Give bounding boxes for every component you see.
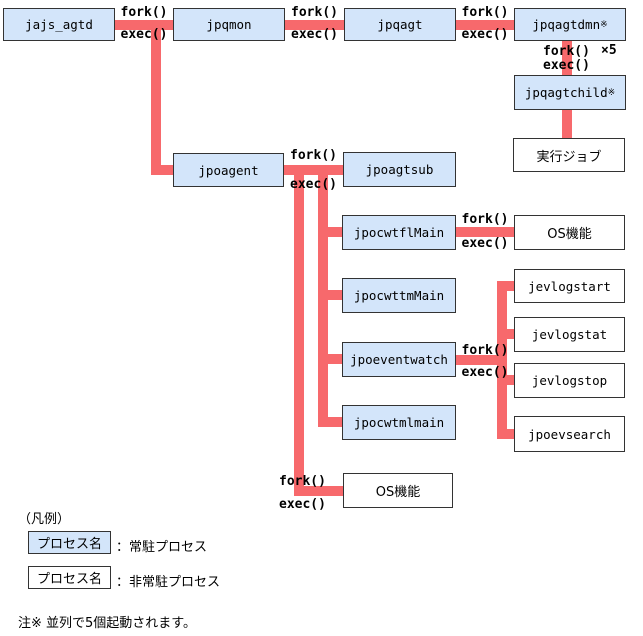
- exec-label: exec(): [291, 27, 338, 42]
- node-label: OS機能: [375, 485, 421, 500]
- stub-jpocwtmlmain: [318, 417, 342, 427]
- node-label: jpoevsearch: [528, 426, 611, 442]
- fork-label: fork(): [120, 5, 168, 20]
- connector-drop-to-jpoagent-bend: [151, 165, 173, 175]
- exec-label: exec(): [461, 27, 509, 42]
- node-jpqagt: jpqagt: [344, 8, 456, 41]
- node-os-function-top: OS機能: [514, 215, 625, 250]
- stub-jpoevsearch: [507, 429, 514, 439]
- connector-jpoeventwatch-branch: [456, 355, 507, 365]
- node-label: jevlogstat: [531, 327, 608, 342]
- legend-title: （凡例）: [18, 512, 71, 527]
- node-label: jpqagtdmn: [532, 17, 601, 32]
- node-label: jpqagtchild: [524, 85, 608, 100]
- stub-jpocwtflmain: [318, 227, 342, 237]
- node-label: jpocwtmlmain: [353, 415, 445, 430]
- multiplier-label: ×5: [601, 43, 617, 58]
- connector-event-branch-vertical: [497, 281, 507, 439]
- fork-label: fork(): [279, 474, 326, 489]
- legend-nonresident-box: プロセス名: [28, 566, 111, 589]
- node-jevlogstart: jevlogstart: [514, 269, 625, 303]
- stub-jpoeventwatch: [318, 354, 342, 364]
- fork-label: fork(): [290, 148, 337, 163]
- exec-label: exec(): [543, 58, 590, 73]
- connector-jpqagtdmn-jpqagtchild: [562, 41, 572, 75]
- connector-jpqagt-jpqagtdmn: [456, 20, 514, 30]
- node-label: jpqagt: [377, 17, 423, 32]
- node-label: jajs_agtd: [25, 17, 93, 32]
- node-jpocwtflmain: jpocwtflMain: [342, 215, 456, 250]
- connector-jajsagtd-jpqmon: [115, 20, 173, 30]
- node-jevlogstat: jevlogstat: [514, 317, 625, 352]
- legend-box-label: プロセス名: [36, 572, 102, 587]
- fork-label: fork(): [543, 44, 590, 59]
- connector-jpocwtflmain-osfunction: [456, 227, 514, 237]
- legend-box-label: プロセス名: [36, 537, 102, 552]
- node-label: jevlogstop: [531, 373, 608, 388]
- node-label: jpoeventwatch: [350, 352, 448, 367]
- node-label: OS機能: [547, 227, 592, 242]
- legend-nonresident-description: ：非常駐プロセス: [116, 575, 221, 590]
- node-jpoeventwatch: jpoeventwatch: [342, 342, 456, 377]
- exec-label: exec(): [290, 177, 337, 192]
- connector-drop-to-jpoagent-vertical: [151, 20, 161, 175]
- stub-jpocwttmmain: [318, 290, 342, 300]
- node-execution-job: 実行ジョブ: [513, 138, 625, 172]
- node-label: 実行ジョブ: [536, 149, 602, 165]
- diagram-footnote: 注※ 並列で5個起動されます。: [18, 616, 196, 631]
- connector-jpqagtchild-jikkojob: [562, 110, 572, 138]
- node-jpqagtdmn: jpqagtdmn※: [514, 8, 626, 41]
- node-jpocwttmmain: jpocwttmMain: [342, 278, 456, 313]
- node-os-function-bottom: OS機能: [343, 473, 453, 508]
- exec-label: exec(): [120, 27, 168, 42]
- node-jpqmon: jpqmon: [173, 8, 285, 41]
- node-jevlogstop: jevlogstop: [514, 363, 625, 398]
- fork-label: fork(): [461, 5, 509, 20]
- node-label: jpoagtsub: [365, 162, 434, 177]
- stub-jevlogstart: [507, 281, 514, 291]
- exec-label: exec(): [461, 365, 509, 380]
- node-jpoagent: jpoagent: [173, 153, 284, 187]
- fork-label: fork(): [461, 212, 509, 227]
- legend-resident-description: ：常駐プロセス: [116, 540, 208, 555]
- legend-resident-box: プロセス名: [28, 531, 111, 554]
- connector-jpoagent-jpoagtsub: [284, 165, 343, 175]
- node-label: jpoagent: [198, 162, 259, 178]
- node-jajs-agtd: jajs_agtd: [3, 8, 115, 41]
- fork-label: fork(): [291, 5, 338, 20]
- node-label: jpocwttmMain: [353, 288, 445, 303]
- stub-jevlogstop: [507, 375, 514, 385]
- connector-left-trunk-bend-osbottom: [294, 486, 343, 496]
- node-jpocwtmlmain: jpocwtmlmain: [342, 405, 456, 440]
- exec-label: exec(): [279, 497, 326, 512]
- node-label: jpocwtflMain: [353, 225, 445, 240]
- node-jpoagtsub: jpoagtsub: [343, 152, 456, 187]
- fork-label: fork(): [461, 343, 509, 358]
- node-jpoevsearch: jpoevsearch: [514, 416, 625, 452]
- node-label: jpqmon: [206, 17, 252, 32]
- node-label: jevlogstart: [528, 278, 611, 294]
- exec-label: exec(): [461, 236, 509, 251]
- node-jpqagtchild: jpqagtchild※: [514, 75, 626, 110]
- connector-left-trunk-vertical: [294, 168, 304, 496]
- stub-jevlogstat: [507, 329, 514, 339]
- connector-jpqmon-jpqagt: [285, 20, 344, 30]
